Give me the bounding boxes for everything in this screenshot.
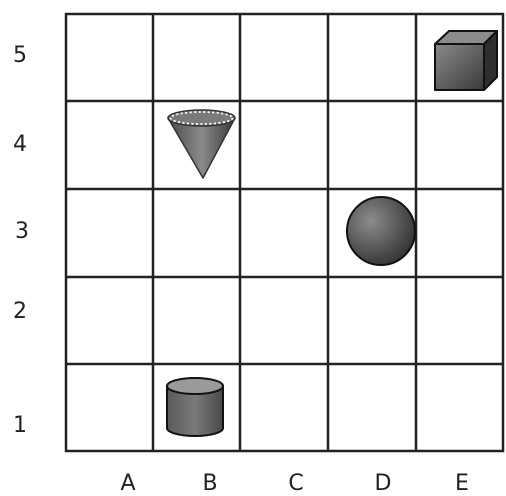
column-label-c: C: [288, 471, 303, 496]
column-label-b: B: [202, 471, 217, 496]
column-label-a: A: [120, 471, 135, 496]
row-label-4: 4: [13, 132, 27, 157]
row-labels: 5 4 3 2 1: [13, 43, 29, 438]
cone-icon: [168, 110, 235, 178]
row-label-3: 3: [15, 219, 29, 244]
row-label-2: 2: [13, 299, 27, 324]
cylinder-icon: [167, 378, 223, 436]
column-label-e: E: [455, 471, 469, 496]
row-label-5: 5: [13, 43, 27, 68]
cube-icon: [435, 31, 497, 90]
column-labels: A B C D E: [120, 471, 468, 496]
column-label-d: D: [375, 471, 392, 496]
sphere-icon: [347, 197, 415, 265]
row-label-1: 1: [13, 413, 27, 438]
